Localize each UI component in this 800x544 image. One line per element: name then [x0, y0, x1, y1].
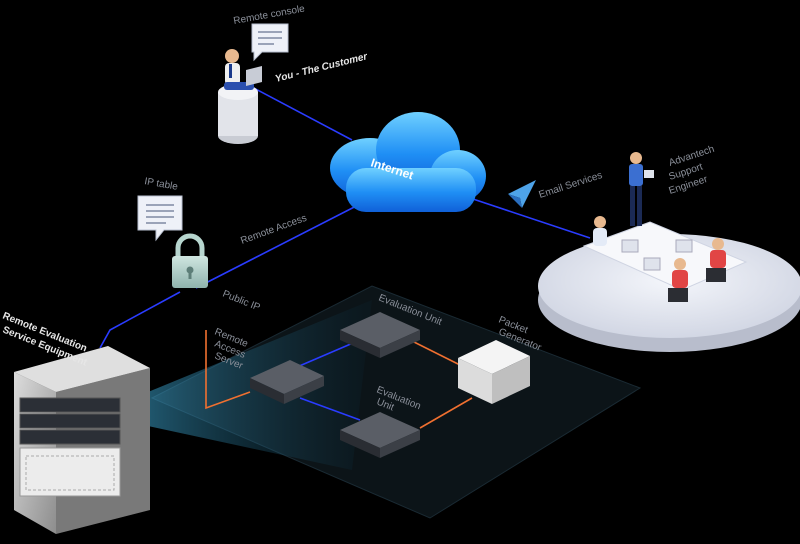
switch-unit-link-bottom — [299, 397, 361, 421]
padlock-icon — [172, 233, 208, 288]
email-services-label: Email Services — [538, 170, 604, 201]
office-desk — [582, 221, 748, 291]
laptop-icon — [246, 66, 262, 86]
ip-table-label: IP table — [143, 176, 179, 193]
customer-head — [225, 49, 239, 63]
network-links — [99, 85, 591, 421]
evaluation-unit-bottom-device — [340, 412, 420, 458]
engineer-person-2 — [706, 238, 726, 282]
paper-plane-icon — [508, 180, 536, 208]
remote-console-label: Remote console — [233, 3, 307, 26]
customer-internet-link — [249, 85, 353, 141]
internet-lock-link — [195, 199, 369, 289]
monitor-1 — [621, 239, 639, 253]
engineer-person-1 — [593, 216, 607, 246]
remote-access-label: Remote Access — [239, 213, 308, 247]
switch-unit-link-top — [289, 339, 361, 371]
speech-bubble-icon — [251, 23, 289, 62]
internet-engineer-link — [469, 197, 591, 239]
customer-figure — [218, 49, 262, 144]
lock-rack-link — [99, 291, 181, 349]
engineer-person-3 — [668, 258, 688, 302]
packet-generator-device — [458, 340, 530, 404]
monitor-2 — [675, 239, 693, 253]
monitor-3 — [643, 257, 661, 271]
cable-rack-switch — [205, 330, 251, 410]
customer-label: You - The Customer — [274, 51, 370, 85]
ip-table-bubble-icon — [137, 195, 183, 242]
cable-bottom-packet — [419, 397, 473, 429]
remote-access-server-device — [250, 360, 324, 404]
public-ip-label: Public IP — [221, 289, 262, 314]
engineer-platform — [538, 152, 800, 352]
evaluation-unit-top-device — [340, 312, 420, 358]
internet-cloud — [330, 112, 486, 212]
standing-engineer — [629, 152, 654, 226]
rack-servers — [19, 397, 121, 497]
equipment-rack — [14, 346, 150, 534]
